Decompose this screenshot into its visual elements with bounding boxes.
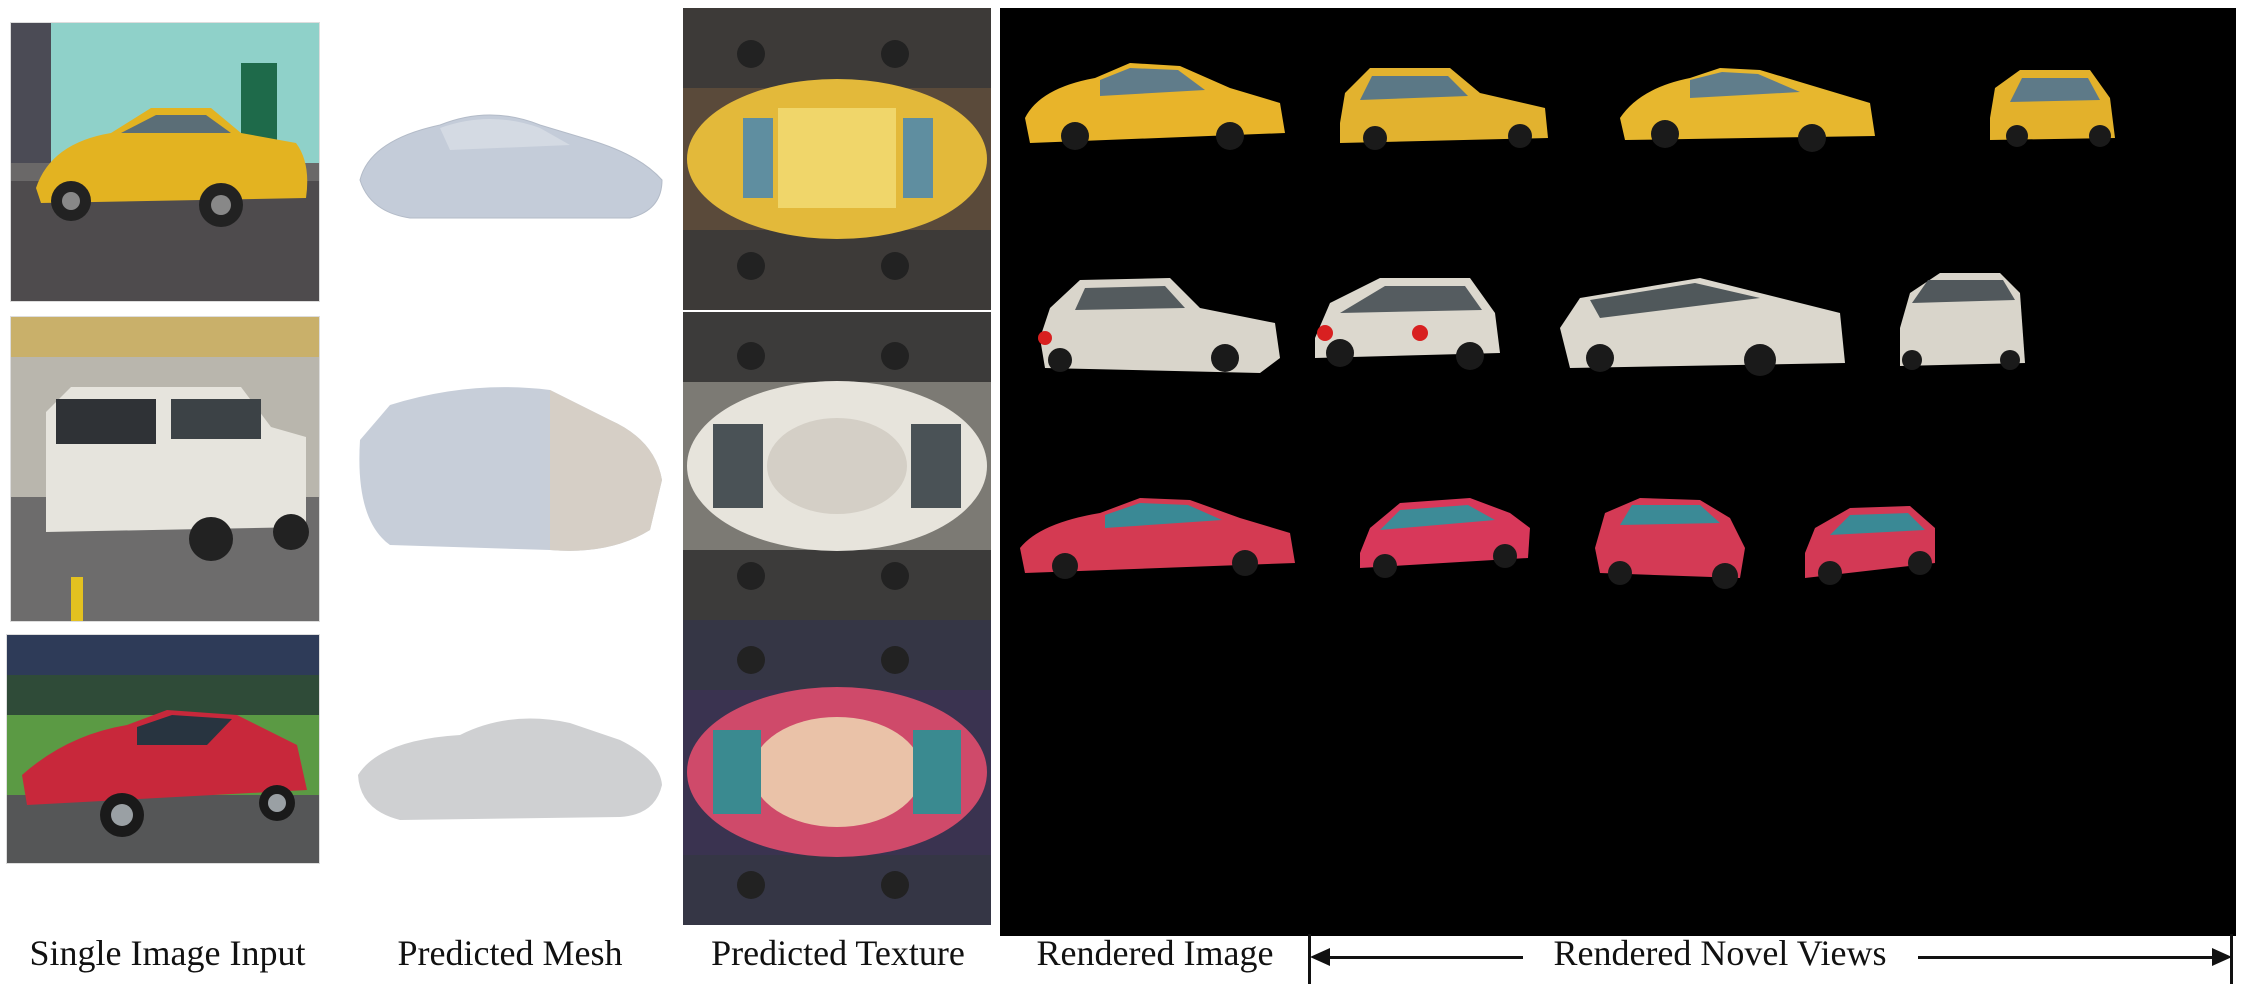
rendered-red-car-view-4 [1805, 506, 1935, 585]
rendered-views-panel [1000, 8, 2236, 936]
predicted-mesh-yellow-car [359, 114, 663, 219]
rendered-white-suv-view-1 [1038, 278, 1280, 373]
arrow-right-icon [2212, 948, 2232, 966]
rendered-car-views [1020, 63, 2115, 589]
rendered-red-car-view-1 [1020, 498, 1295, 579]
predicted-texture-yellow-car [683, 8, 991, 310]
predicted-mesh-white-suv [359, 387, 662, 551]
novel-views-left-tick [1308, 934, 1311, 984]
caption-rendered-image: Rendered Image [1036, 933, 1274, 973]
rendered-yellow-car-view-1 [1025, 63, 1285, 150]
predicted-texture-red-car [683, 620, 991, 925]
novel-views-right-tick [2230, 934, 2233, 984]
red-car-photo [7, 635, 319, 863]
yellow-car-photo [11, 23, 319, 301]
caption-single-image-input: Single Image Input [29, 933, 306, 973]
input-photo-yellow-car [10, 22, 320, 302]
rendered-red-car-view-3 [1595, 498, 1745, 589]
caption-predicted-mesh: Predicted Mesh [397, 933, 623, 973]
rendered-red-car-view-2 [1360, 498, 1530, 578]
rendered-yellow-car-view-4 [1990, 70, 2115, 147]
input-photo-red-car [6, 634, 320, 864]
novel-views-arrow-left-line [1318, 956, 1523, 959]
predicted-texture-white-suv [683, 312, 991, 620]
caption-predicted-texture: Predicted Texture [711, 933, 965, 973]
rendered-white-suv-view-3 [1560, 278, 1845, 376]
caption-rendered-novel-views: Rendered Novel Views [1553, 933, 1887, 973]
novel-views-arrow-right-line [1918, 956, 2220, 959]
rendered-yellow-car-view-2 [1340, 68, 1548, 150]
white-suv-photo [11, 317, 319, 621]
rendered-yellow-car-view-3 [1620, 68, 1875, 152]
rendered-white-suv-view-4 [1900, 273, 2025, 370]
arrow-left-icon [1310, 948, 1330, 966]
rendered-white-suv-view-2 [1315, 278, 1500, 370]
predicted-mesh-red-car [358, 718, 662, 820]
input-photo-white-suv [10, 316, 320, 622]
